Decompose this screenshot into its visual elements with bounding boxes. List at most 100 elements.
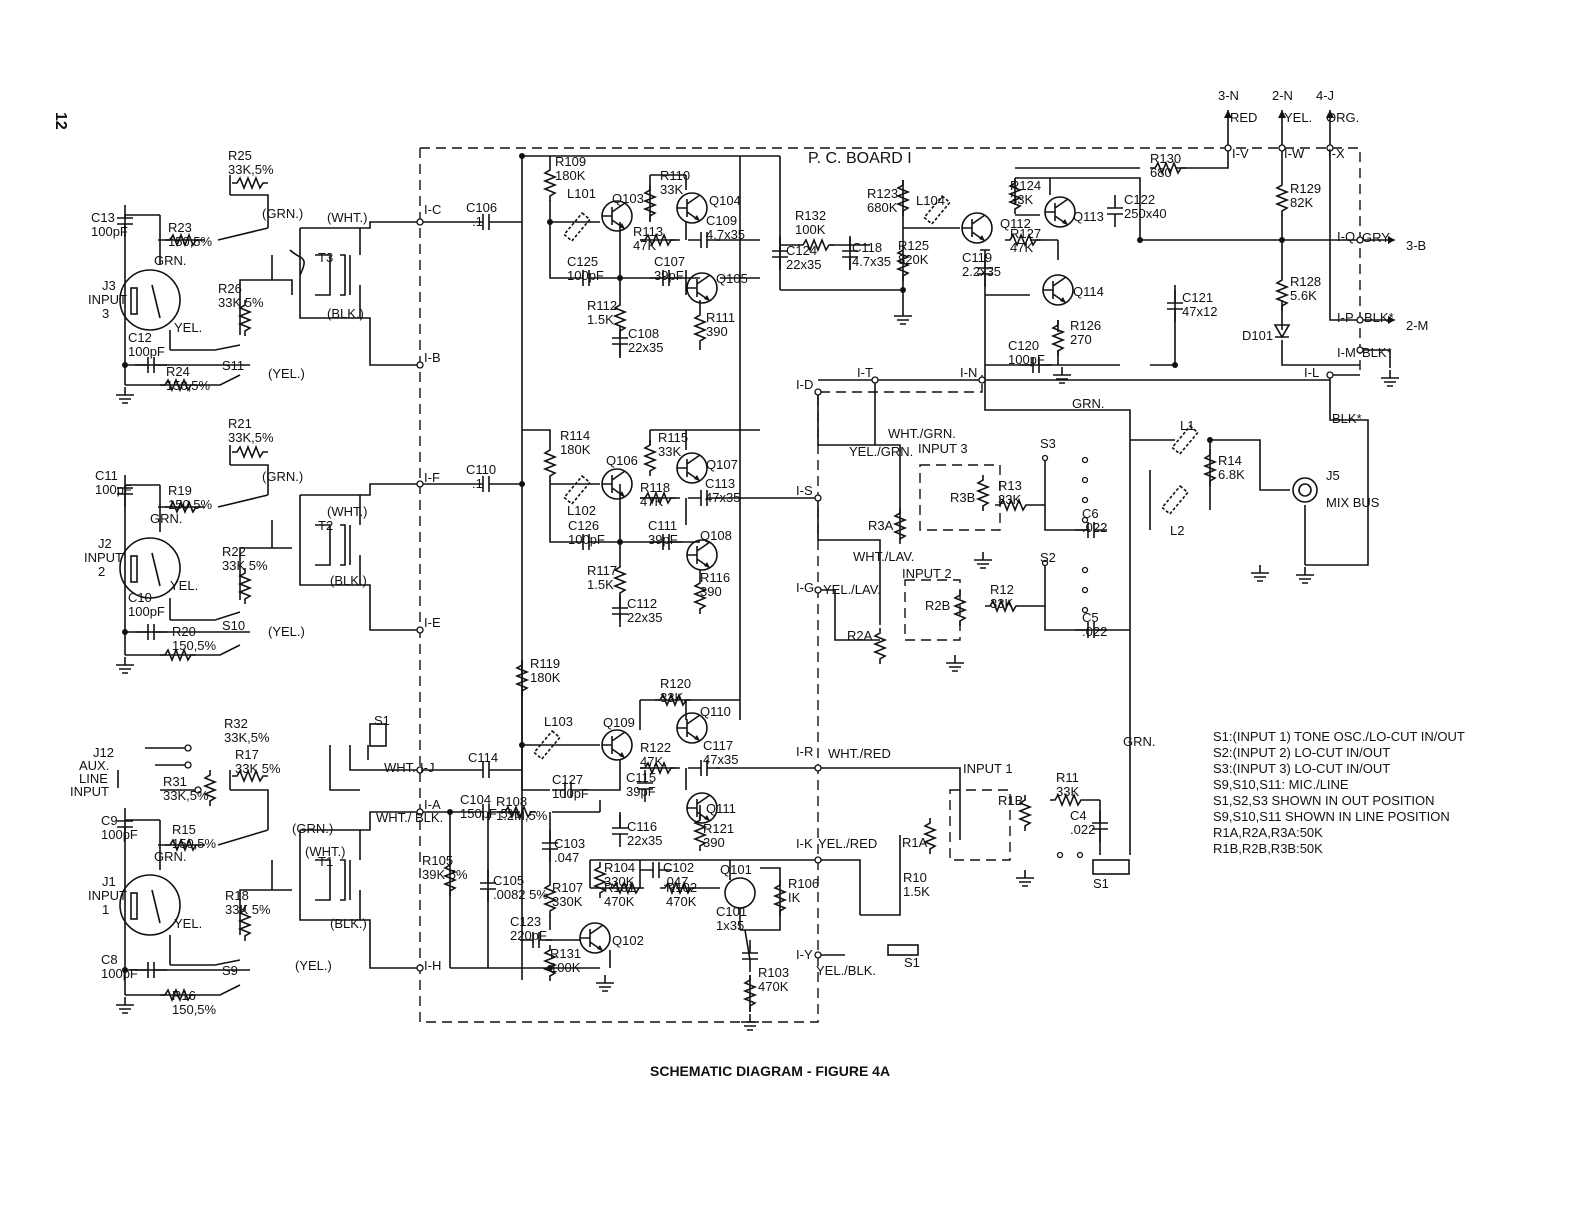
aux-input-line-0: AUX. xyxy=(79,758,109,773)
ref-r120: R120 xyxy=(660,676,691,691)
terminal-iv: I-V xyxy=(1232,146,1249,161)
value-c4: .022 xyxy=(1070,822,1095,837)
input-2-section xyxy=(115,445,420,674)
wire-yelblk: YEL./BLK. xyxy=(816,963,876,978)
ref-r101: R101 xyxy=(604,880,635,895)
ref-r10: R10 xyxy=(903,870,927,885)
junction-dots xyxy=(122,144,1364,973)
value-r121: 390 xyxy=(703,835,725,850)
wire-yel: YEL. xyxy=(1284,110,1312,125)
part-t2: T2 xyxy=(318,518,333,533)
ref-c121: C121 xyxy=(1182,290,1213,305)
aux-input-line-1: LINE xyxy=(79,771,108,786)
part-inp2: INPUT 2 xyxy=(902,566,952,581)
ref-r11: R11 xyxy=(1056,770,1079,785)
pc-board-outline: P. C. BOARD I xyxy=(419,147,1361,1023)
preamp-stage-3 xyxy=(420,659,845,1031)
ref-r130: R130 xyxy=(1150,151,1181,166)
ref-r17: R17 xyxy=(235,747,259,762)
wire-yelred: YEL./RED xyxy=(818,836,877,851)
value-c116: 22x35 xyxy=(627,833,662,848)
value-c107: 39pF xyxy=(654,268,684,283)
part-l2: L2 xyxy=(1170,523,1184,538)
part-inp1: INPUT 1 xyxy=(963,761,1013,776)
value-r124: 33K xyxy=(1010,192,1033,207)
value-c105: .0082 5% xyxy=(493,887,548,902)
ref-r119: R119 xyxy=(530,656,560,671)
value-r123: 680K xyxy=(867,200,898,215)
note-8: R1B,R2B,R3B:50K xyxy=(1213,841,1323,856)
value-c117: 47x35 xyxy=(703,752,738,767)
ref-r117: R117 xyxy=(587,563,617,578)
jack-j2-grn: GRN. xyxy=(150,511,183,526)
value-c118: 4.7x35 xyxy=(852,254,891,269)
wire-grn2: GRN. xyxy=(1123,734,1156,749)
connector-2m: 2-M xyxy=(1406,318,1428,333)
ref-c113: C113 xyxy=(705,476,735,491)
value-r18: 33K 5% xyxy=(225,902,271,917)
ref-r113: R113 xyxy=(633,224,663,239)
value-r104: 330K xyxy=(604,874,635,889)
ref-c110: C110 xyxy=(466,462,496,477)
part-q111: Q111 xyxy=(706,801,736,816)
j1-xlr-jack xyxy=(119,874,181,936)
part-q107: Q107 xyxy=(706,457,738,472)
part-q109: Q109 xyxy=(603,715,635,730)
ref-r14: R14 xyxy=(1218,453,1242,468)
value-r26: 33K 5% xyxy=(218,295,264,310)
value-r23: 150,5% xyxy=(168,234,213,249)
ref-c125: C125 xyxy=(567,254,598,269)
ref-c9: C9 xyxy=(101,813,118,828)
terminal-iq: I-Q xyxy=(1337,229,1355,244)
ref-r127: R127 xyxy=(1010,226,1041,241)
part-q108: Q108 xyxy=(700,528,732,543)
ref-c124: C124 xyxy=(786,243,817,258)
value-c13: 100pF xyxy=(91,224,128,239)
note-6: S9,S10,S11 SHOWN IN LINE POSITION xyxy=(1213,809,1450,824)
ref-c101: C101 xyxy=(716,904,747,919)
ref-r115: R115 xyxy=(658,430,688,445)
value-r12: 33K xyxy=(990,596,1013,611)
ref-r114: R114 xyxy=(560,428,590,443)
ref-r131: R131 xyxy=(550,946,581,961)
value-r11: 33K xyxy=(1056,784,1079,799)
j2-xlr-jack xyxy=(119,537,181,599)
ref-c126: C126 xyxy=(568,518,599,533)
part-l103: L103 xyxy=(544,714,573,729)
part-s2: S2 xyxy=(1040,550,1056,565)
part-q102: Q102 xyxy=(612,933,644,948)
value-r15: 150,5% xyxy=(172,836,217,851)
value-r114: 180K xyxy=(560,442,591,457)
value-r102: 470K xyxy=(666,894,697,909)
ref-c10: C10 xyxy=(128,590,152,605)
connector-4j: 4-J xyxy=(1316,88,1334,103)
board-label: P. C. BOARD I xyxy=(808,150,912,167)
wire-grn: GRN. xyxy=(1072,396,1105,411)
value-r105: 39K 5% xyxy=(422,867,468,882)
ref-r109: R109 xyxy=(555,154,586,169)
ref-r116: R116 xyxy=(700,570,730,585)
value-r108: 1.2M,5% xyxy=(496,808,548,823)
part-q106: Q106 xyxy=(606,453,638,468)
ref-c109: C109 xyxy=(706,213,737,228)
value-r130: 680 xyxy=(1150,165,1172,180)
jack-j2-yel: YEL. xyxy=(170,578,198,593)
part-s1a: S1 xyxy=(374,713,390,728)
part-s3: S3 xyxy=(1040,436,1056,451)
value-r32: 33K,5% xyxy=(224,730,270,745)
value-c10: 100pF xyxy=(128,604,165,619)
note-7: R1A,R2A,R3A:50K xyxy=(1213,825,1323,840)
ref-r121: R121 xyxy=(703,821,734,836)
terminal-iw: I-W xyxy=(1284,146,1305,161)
ref-c120: C120 xyxy=(1008,338,1039,353)
note-1: S1:(INPUT 1) TONE OSC./LO-CUT IN/OUT xyxy=(1213,729,1465,744)
note-5: S1,S2,S3 SHOWN IN OUT POSITION xyxy=(1213,793,1435,808)
connector-2n: 2-N xyxy=(1272,88,1293,103)
value-c5: .022 xyxy=(1082,624,1107,639)
figure-caption: SCHEMATIC DIAGRAM - FIGURE 4A xyxy=(650,1063,890,1079)
preamp-stage-2 xyxy=(420,429,818,628)
ref-r18: R18 xyxy=(225,888,249,903)
value-c122: 250x40 xyxy=(1124,206,1167,221)
note-2: S2:(INPUT 2) LO-CUT IN/OUT xyxy=(1213,745,1390,760)
part-q101: Q101 xyxy=(720,862,752,877)
